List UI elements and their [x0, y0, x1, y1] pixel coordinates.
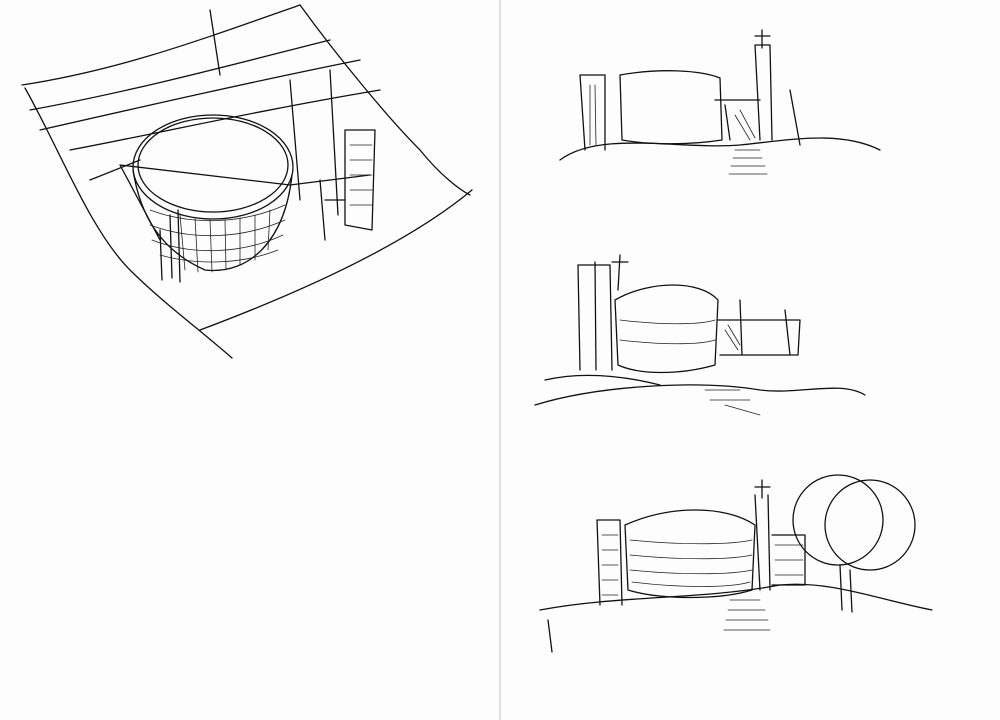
aerial-perspective-sketch	[21, 4, 473, 359]
elevation-sketch-1	[559, 29, 881, 175]
elevation-sketch-2	[534, 254, 866, 416]
elevation-sketch-3	[539, 474, 933, 653]
